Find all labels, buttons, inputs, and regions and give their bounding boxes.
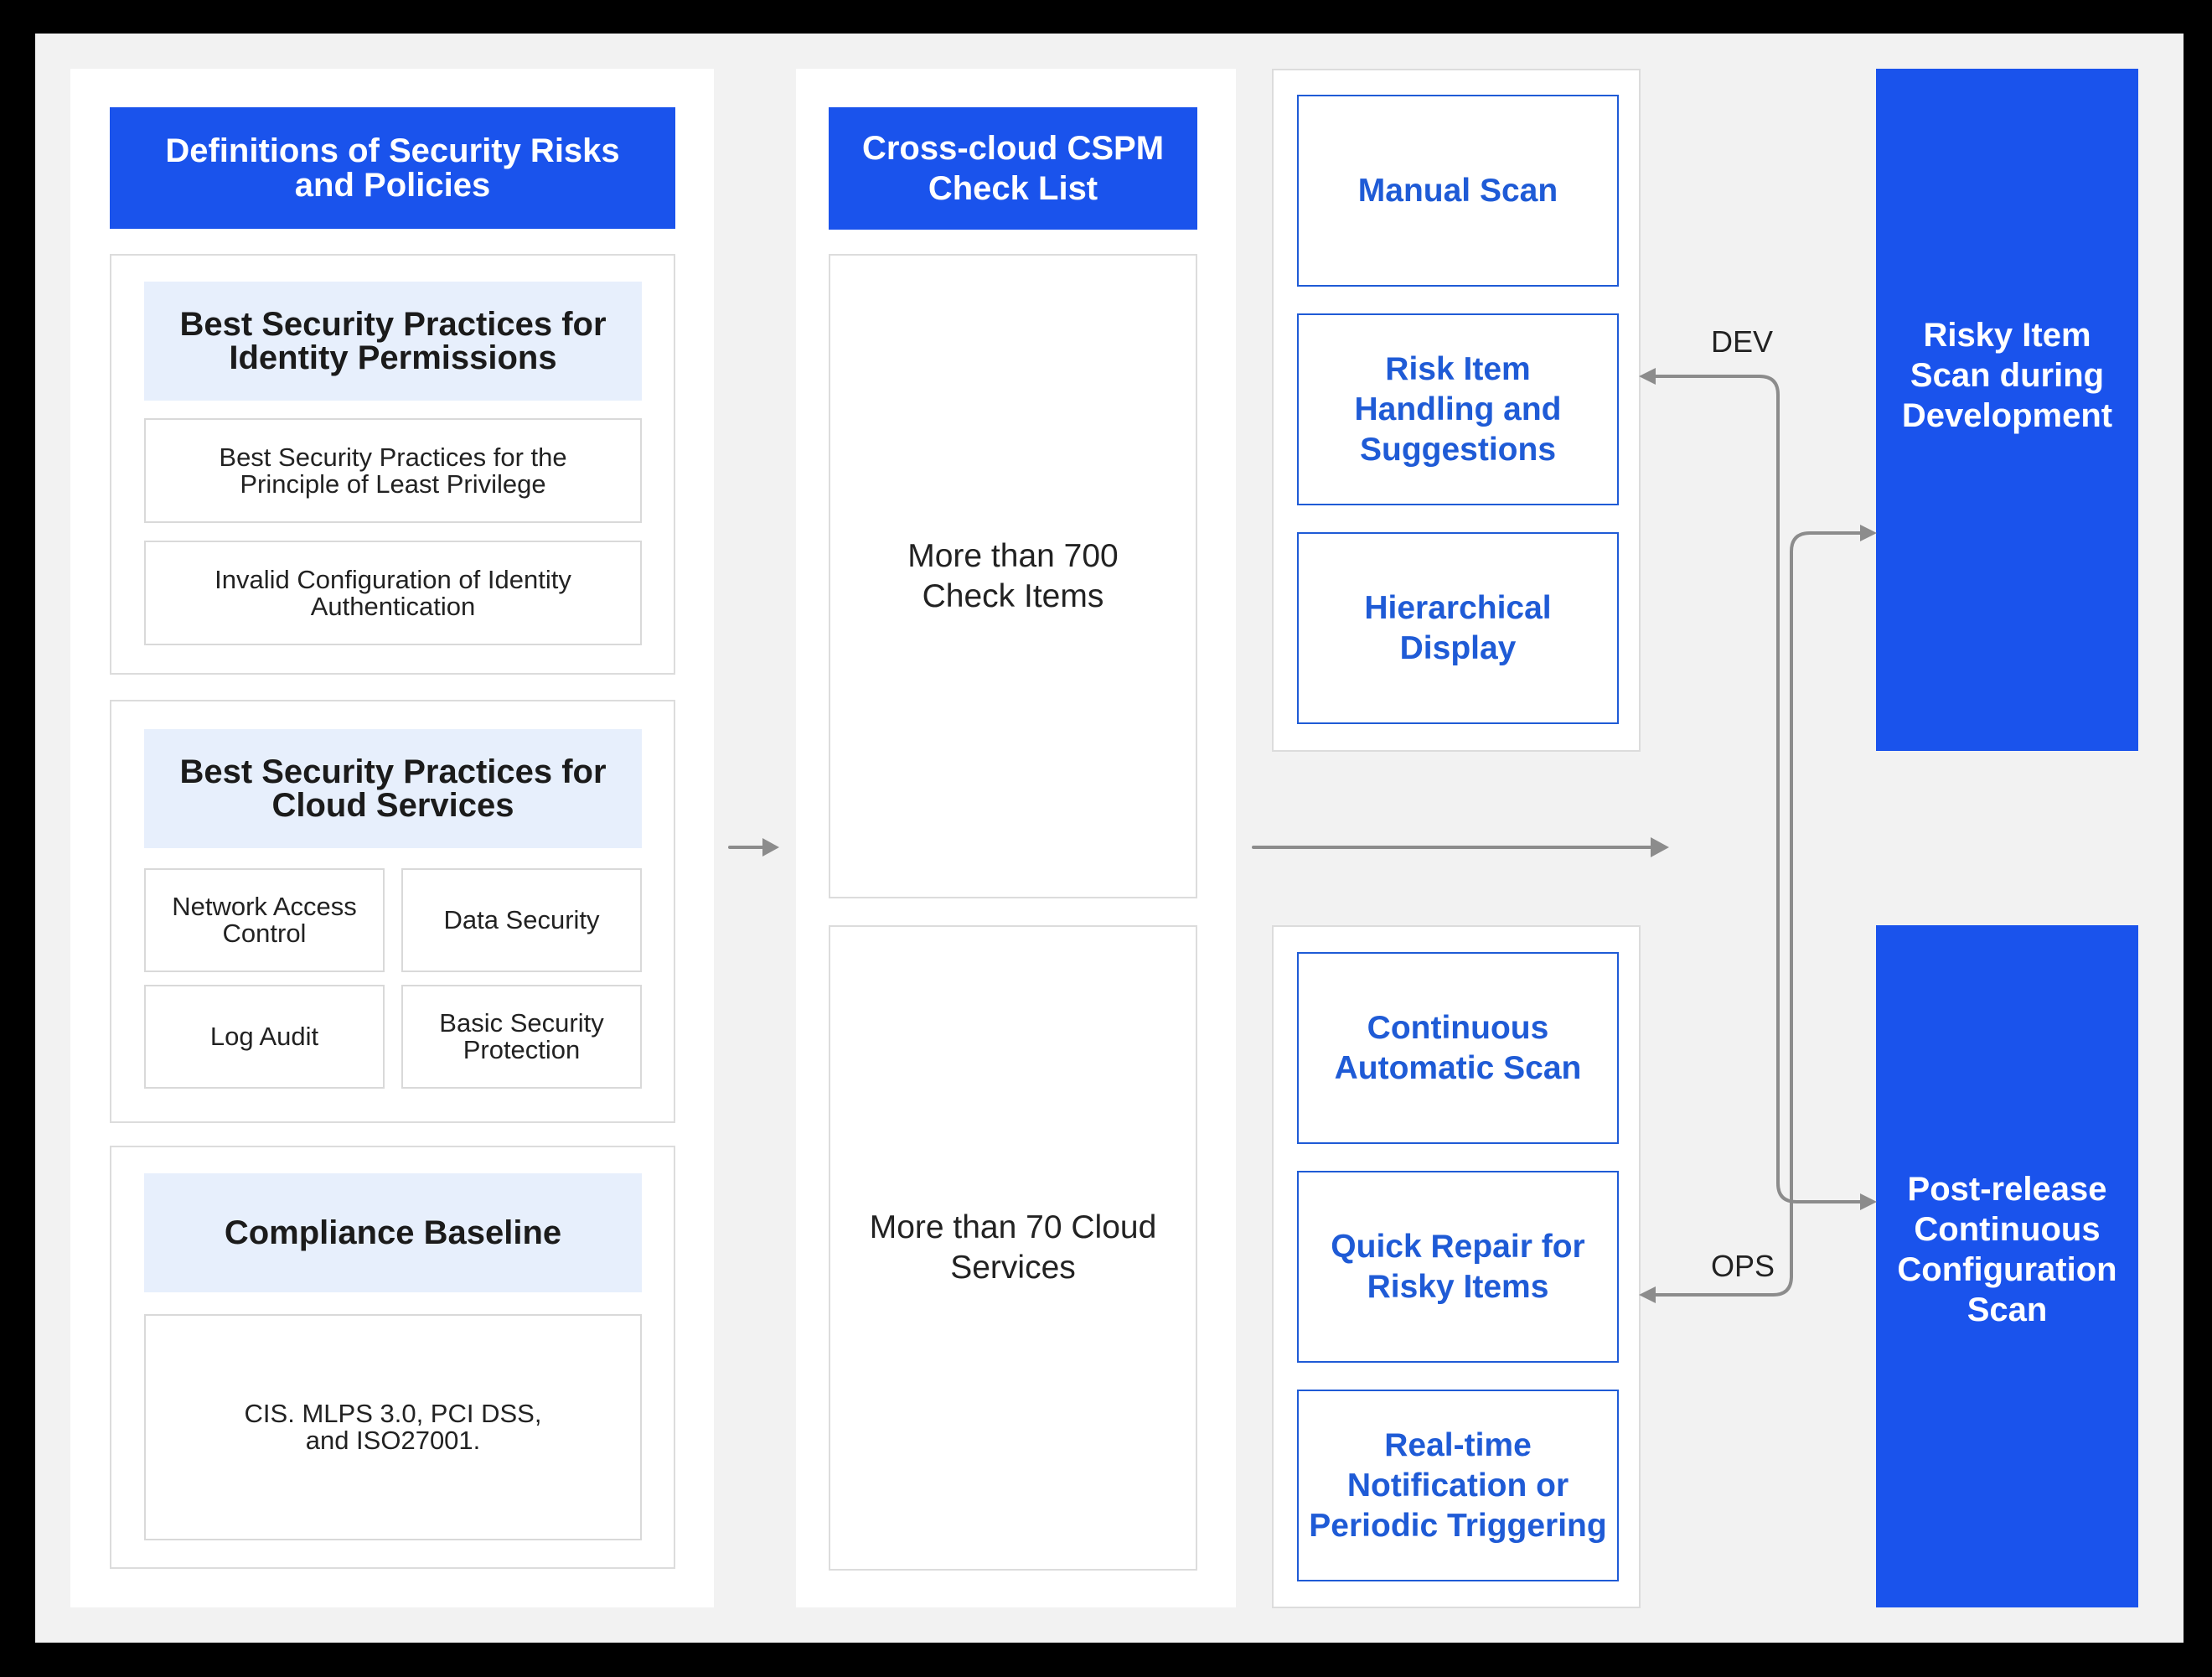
arrowhead-ops-stage	[1860, 1193, 1877, 1210]
quick-repair-box: Quick Repair for Risky Items	[1297, 1171, 1619, 1363]
least-privilege-item: Best Security Practices for the Principl…	[144, 418, 642, 523]
basic-security-protection-item: Basic Security Protection	[401, 985, 642, 1089]
continuous-automatic-scan-box: Continuous Automatic Scan	[1297, 952, 1619, 1144]
arrowhead-ops-features	[1639, 1286, 1656, 1303]
compliance-standards-item: CIS. MLPS 3.0, PCI DSS, and ISO27001.	[144, 1314, 642, 1540]
dev-path-to-features	[1651, 375, 1867, 1203]
identity-permissions-heading: Best Security Practices for Identity Per…	[144, 282, 642, 401]
checklist-title: Cross-cloud CSPM Check List	[829, 107, 1197, 230]
policies-title: Definitions of Security Risks and Polici…	[110, 107, 675, 229]
log-audit-item: Log Audit	[144, 985, 385, 1089]
arrowhead-dev-features	[1639, 368, 1656, 385]
hierarchical-display-box: Hierarchical Display	[1297, 532, 1619, 724]
identity-authentication-item: Invalid Configuration of Identity Authen…	[144, 541, 642, 645]
ops-label: OPS	[1711, 1249, 1775, 1283]
risk-item-handling-box: Risk Item Handling and Suggestions	[1297, 313, 1619, 505]
cloud-services-heading: Best Security Practices for Cloud Servic…	[144, 729, 642, 848]
arrowhead-dev-stage	[1860, 525, 1877, 541]
manual-scan-box: Manual Scan	[1297, 95, 1619, 287]
arrowhead-policies	[762, 838, 779, 857]
dev-label: DEV	[1711, 324, 1774, 359]
check-items-box: More than 700 Check Items	[829, 254, 1197, 898]
ops-stage-box: Post-release Continuous Configuration Sc…	[1876, 925, 2138, 1607]
network-access-control-item: Network Access Control	[144, 868, 385, 972]
realtime-notification-box: Real-time Notification or Periodic Trigg…	[1297, 1390, 1619, 1581]
arrowhead-checklist	[1651, 837, 1669, 857]
dev-stage-box: Risky Item Scan during Development	[1876, 69, 2138, 751]
ops-path-to-features	[1651, 531, 1867, 1297]
cloud-services-count-box: More than 70 Cloud Services	[829, 925, 1197, 1571]
data-security-item: Data Security	[401, 868, 642, 972]
compliance-baseline-heading: Compliance Baseline	[144, 1173, 642, 1292]
